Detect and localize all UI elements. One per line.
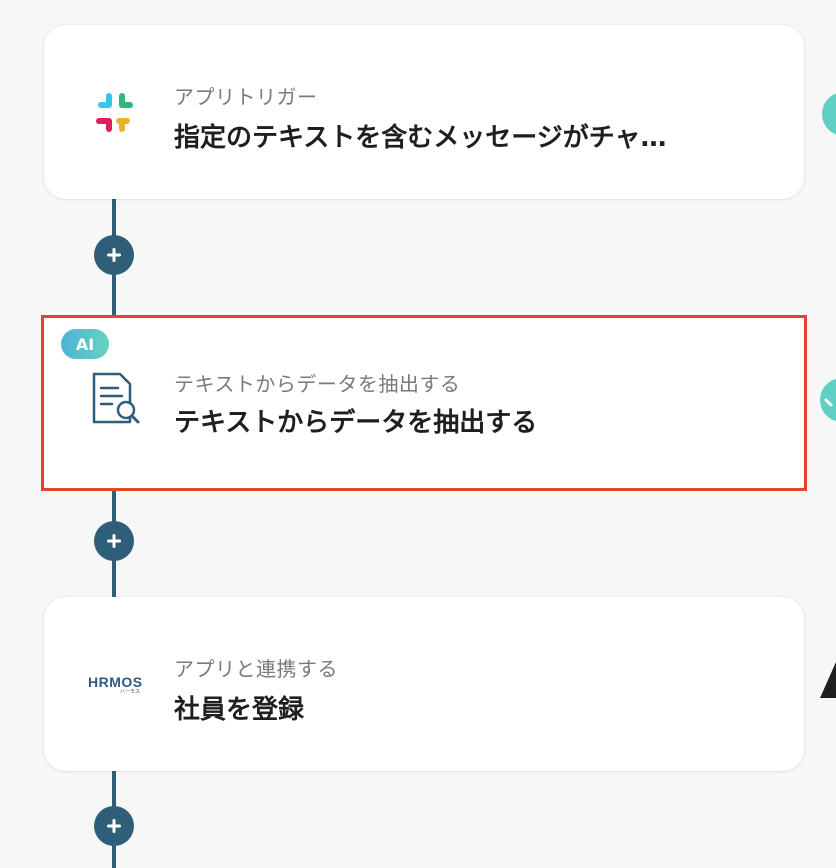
hrmos-logo-text: HRMOS <box>88 674 143 690</box>
hrmos-logo-subtext: ハーモス <box>119 689 140 695</box>
step-title: 社員を登録 <box>174 695 305 725</box>
plus-icon <box>107 819 121 833</box>
hrmos-logo-icon: HRMOS ハーモス <box>88 675 148 699</box>
step-title: テキストからデータを抽出する <box>174 408 538 438</box>
status-check-icon <box>820 378 836 426</box>
step-title: 指定のテキストを含むメッセージがチャ… <box>174 123 667 153</box>
add-step-button[interactable] <box>94 806 134 846</box>
step-type-label: アプリと連携する <box>174 657 338 681</box>
flow-step-card-ai-extract[interactable]: AI テキストからデータを抽出する テキストからデータを抽出する <box>41 315 807 491</box>
add-step-button[interactable] <box>94 521 134 561</box>
step-type-label: テキストからデータを抽出する <box>174 372 461 396</box>
ai-badge: AI <box>61 329 109 359</box>
flow-step-card-hrmos[interactable]: HRMOS ハーモス アプリと連携する 社員を登録 <box>44 597 804 771</box>
plus-icon <box>107 248 121 262</box>
flow-step-card-trigger[interactable]: アプリトリガー 指定のテキストを含むメッセージがチャ… <box>44 25 804 199</box>
document-search-icon <box>88 370 140 424</box>
status-check-icon <box>822 92 836 140</box>
step-type-label: アプリトリガー <box>174 85 318 109</box>
add-step-button[interactable] <box>94 235 134 275</box>
plus-icon <box>107 534 121 548</box>
slack-logo-icon <box>88 87 140 139</box>
warning-icon <box>818 660 836 704</box>
